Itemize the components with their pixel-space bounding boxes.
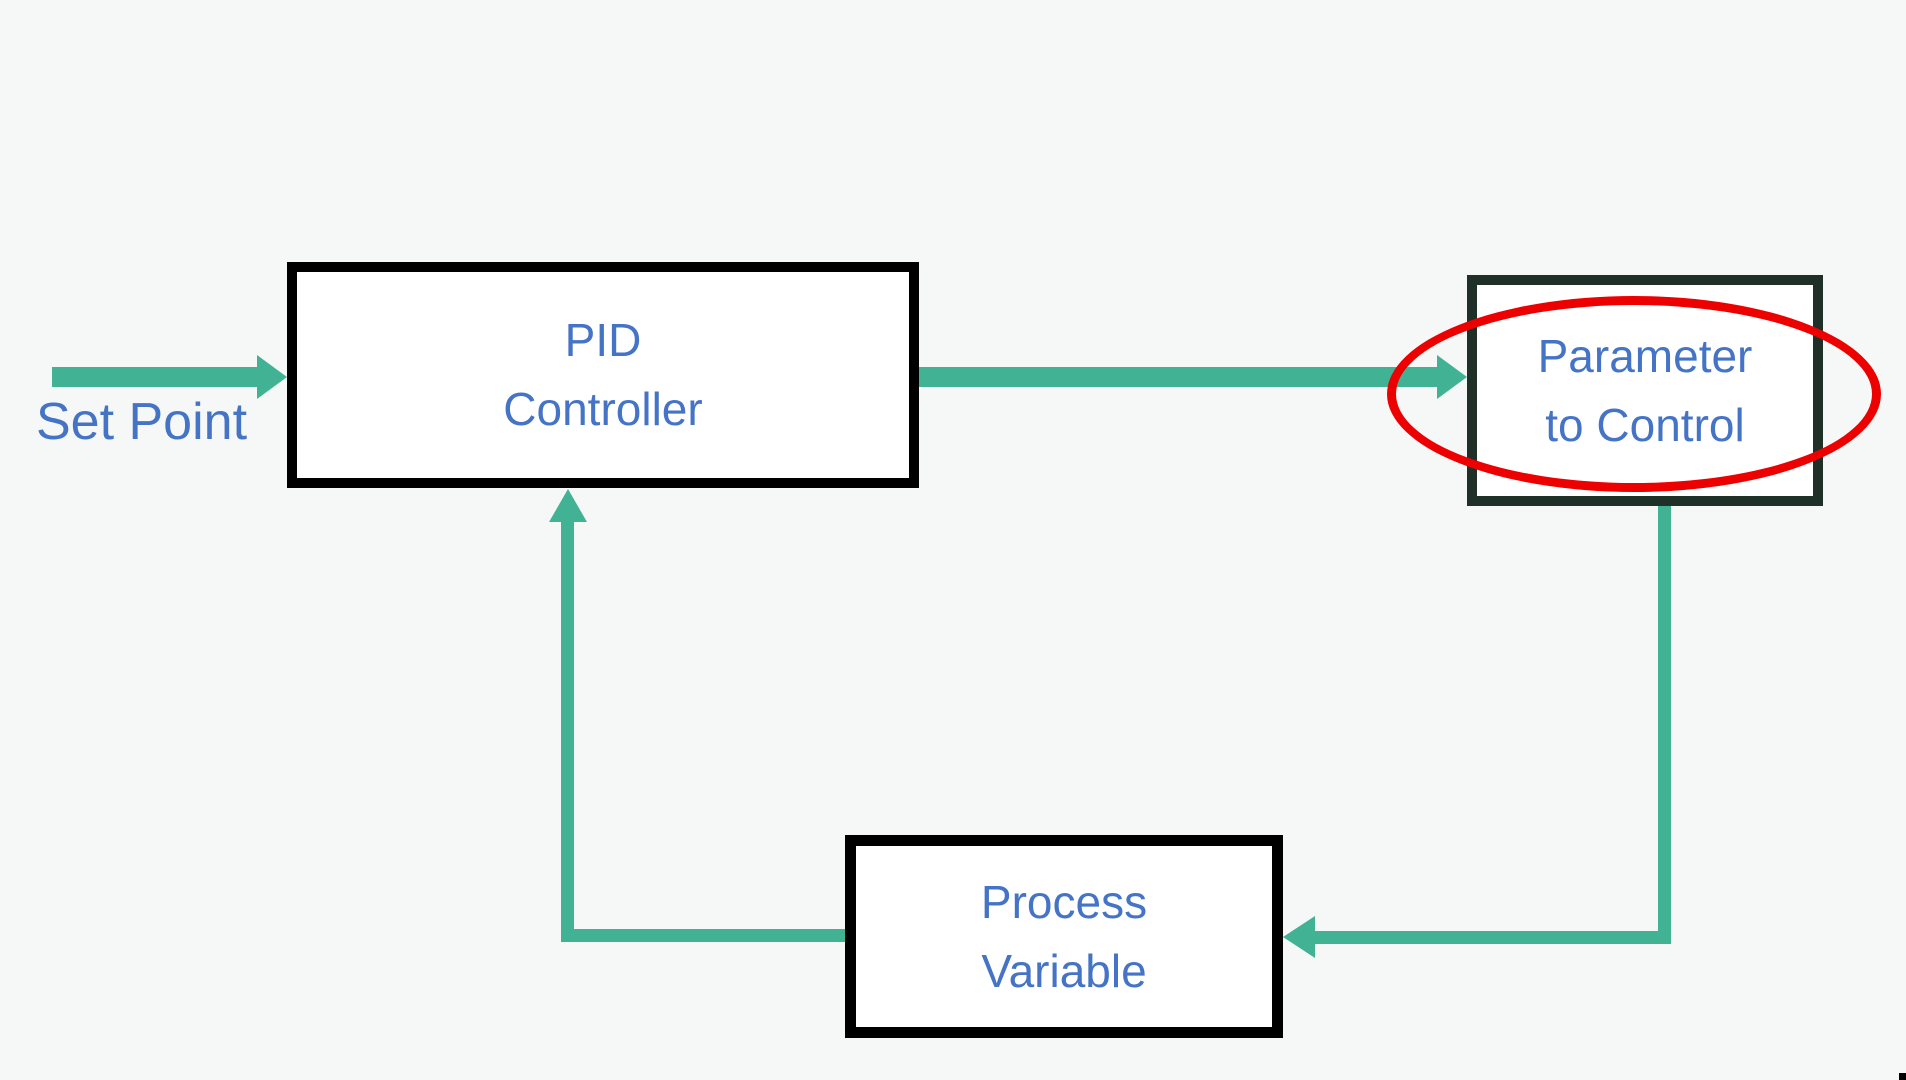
into-pid-arrowhead-icon (549, 489, 587, 522)
process-label-line2: Variable (981, 944, 1147, 997)
parameter-left-line (1313, 931, 1671, 944)
feedback-up-line (561, 518, 574, 942)
process-label-line1: Process (980, 875, 1148, 928)
process-variable-box: Process Variable (845, 835, 1283, 1038)
highlight-ellipse (1387, 296, 1881, 492)
set-point-arrowhead-icon (257, 355, 287, 399)
set-point-label: Set Point (36, 393, 248, 451)
into-process-arrowhead-icon (1283, 916, 1315, 958)
set-point-arrow-shaft (52, 367, 258, 387)
pid-controller-label-line2: Controller (503, 383, 703, 435)
pid-to-parameter-arrow-shaft (919, 367, 1437, 387)
parameter-down-line (1658, 501, 1671, 944)
corner-artifact (1899, 1073, 1906, 1080)
feedback-left-line (564, 929, 845, 942)
pid-controller-label-line1: PID (564, 314, 642, 366)
pid-controller-box: PID Controller (287, 262, 919, 488)
